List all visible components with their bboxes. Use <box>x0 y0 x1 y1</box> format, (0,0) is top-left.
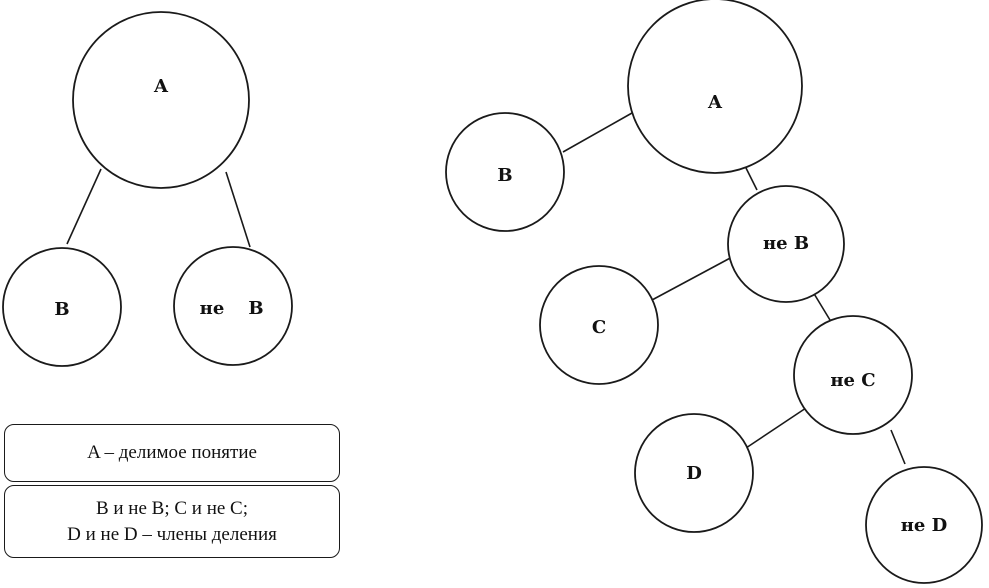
left-node-not-b-letter: B <box>248 298 263 319</box>
left-tree-node-b: B <box>2 247 122 367</box>
left-node-not-b-prefix: не <box>200 298 225 319</box>
right-node-not-d-circle <box>865 466 983 584</box>
right-node-d-circle <box>634 413 754 533</box>
left-tree-edges <box>66 168 251 248</box>
legend-divisible-concept-text: A – делимое понятие <box>87 442 257 464</box>
right-tree-node-not-d: не D <box>865 466 983 584</box>
left-tree-node-a: A <box>72 11 250 189</box>
right-node-a-label: A <box>707 92 723 113</box>
edge-right-not-b-to-c <box>651 255 735 301</box>
left-node-b-label: B <box>54 299 69 320</box>
right-tree-node-not-c: не C <box>793 315 913 435</box>
edge-left-a-to-b <box>66 168 102 245</box>
right-node-b-label: B <box>497 165 512 186</box>
right-node-not-b-circle <box>727 185 845 303</box>
left-tree-node-not-b: не B <box>173 246 293 366</box>
right-tree-node-b: B <box>445 112 565 232</box>
edge-left-a-to-not-b <box>225 171 251 248</box>
right-node-c-label: C <box>592 317 606 338</box>
legend-division-members-line2: D и не D – члены деления <box>67 523 277 545</box>
edge-right-not-b-to-not-c <box>812 291 831 321</box>
left-node-not-b-circle <box>173 246 293 366</box>
right-node-not-c-label: не C <box>830 370 875 391</box>
right-tree-edges <box>562 112 906 465</box>
edge-right-a-to-b <box>562 112 633 153</box>
left-node-a-circle <box>72 11 250 189</box>
left-node-a-label: A <box>153 76 169 97</box>
legend-division-members: B и не B; C и не C; D и не D – члены дел… <box>4 485 340 558</box>
right-node-b-circle <box>445 112 565 232</box>
right-tree-node-c: C <box>539 265 659 385</box>
right-node-not-b-label: не B <box>763 233 809 254</box>
right-node-d-label: D <box>686 463 702 484</box>
legend-divisible-concept: A – делимое понятие <box>4 424 340 482</box>
edge-right-a-to-not-b <box>745 167 758 191</box>
right-tree-node-a: A <box>627 0 803 174</box>
right-tree-node-d: D <box>634 413 754 533</box>
edge-right-not-c-to-not-d <box>890 429 906 465</box>
right-tree-node-not-b: не B <box>727 185 845 303</box>
right-node-not-c-circle <box>793 315 913 435</box>
legend-division-members-line1: B и не B; C и не C; <box>95 497 249 519</box>
right-node-not-d-label: не D <box>901 515 948 536</box>
edge-right-not-c-to-d <box>745 407 807 449</box>
right-node-c-circle <box>539 265 659 385</box>
right-node-a-circle <box>627 0 803 174</box>
left-node-b-circle <box>2 247 122 367</box>
